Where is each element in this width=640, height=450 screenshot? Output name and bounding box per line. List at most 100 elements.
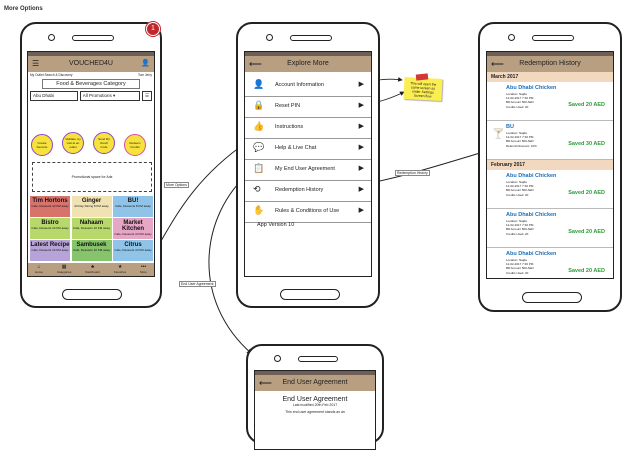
explore-title: Explore More: [287, 60, 329, 67]
promotions-dropdown[interactable]: All Promotions ▾: [79, 91, 140, 101]
user-icon: 👤: [253, 79, 265, 89]
outlet-detail: All Day Dining 8 KM away: [74, 204, 109, 208]
phone-camera: [508, 34, 515, 41]
agreement-header: ⟵ End User Agreement: [255, 375, 375, 391]
outlet-name: Bistro: [41, 220, 59, 226]
explore-item[interactable]: ⟲ Redemption History ▶: [245, 181, 371, 202]
outlet-detail: Cafe, Desserts 10 KM away: [31, 248, 69, 252]
explore-item[interactable]: 👤Account Information▶: [245, 76, 371, 97]
outlet-detail: Cafe, Desserts 10 KM away: [114, 232, 152, 236]
nav-item-dashboard[interactable]: ♣Dashboard: [85, 263, 100, 276]
flow-label-more-options: More Options: [164, 182, 190, 188]
lock-icon: 🔒: [253, 100, 265, 110]
phone-speaker: [532, 35, 574, 41]
explore-item[interactable]: ✋Rules & Conditions of Use▶: [245, 202, 371, 223]
back-arrow-icon[interactable]: ⟵: [249, 59, 262, 69]
saved-amount: Saved 20 AED: [568, 102, 605, 108]
quick-action-2[interactable]: Send My Vouch Code: [93, 132, 115, 154]
explore-item[interactable]: 🔒 Reset PIN ▶: [245, 97, 371, 118]
location-select[interactable]: Abu Dhabi: [30, 91, 78, 101]
nav-label: Dashboard: [85, 270, 100, 274]
detail-line: 12-02-2017 7:30 PM: [506, 184, 534, 189]
nav-label: More: [140, 270, 147, 274]
quick-action-0[interactable]: Create Favorite: [31, 134, 53, 156]
explore-item-label: Rules & Conditions of Use: [275, 208, 340, 214]
sub-bar: My Outlet Search & Discovery Tom Jerry: [28, 72, 154, 78]
nav-label: Favorites: [113, 270, 127, 274]
chevron-right-icon: ▶: [358, 186, 364, 193]
history-icon: ⟲: [253, 184, 261, 194]
phone-speaker: [298, 356, 338, 362]
status-bar: [28, 52, 154, 56]
status-bar: [255, 371, 375, 375]
outlet-detail: Cafe, Desserts 8 KM away: [115, 204, 151, 208]
outlet-tile[interactable]: BU!Cafe, Desserts 8 KM away: [113, 196, 153, 217]
nav-item-more[interactable]: •••More: [140, 263, 147, 276]
profile-icon[interactable]: 👤: [141, 60, 150, 67]
detail-line: Credits Used: 20: [506, 104, 529, 109]
outlet-name: Market Kitchen: [121, 220, 144, 232]
agreement-header-title: End User Agreement: [282, 379, 348, 386]
chevron-right-icon: ▶: [358, 102, 364, 109]
phone-speaker: [72, 35, 114, 41]
chat-icon: 💬: [253, 142, 265, 152]
nav-item-home[interactable]: ⌂Home: [35, 263, 43, 276]
filter-bar: Abu Dhabi All Promotions ▾ ☰: [28, 90, 154, 102]
explore-item-label: Reset PIN: [275, 103, 301, 109]
phone-speaker: [290, 35, 332, 41]
agreement-icon: 📋: [253, 163, 265, 173]
sticky-note: This will open the same screen as under …: [403, 77, 443, 101]
chevron-right-icon: ▶: [358, 207, 364, 214]
dashboard-icon: ♣: [91, 264, 95, 270]
nav-item-categories[interactable]: ▦Categories: [57, 263, 72, 276]
month-header: March 2017: [487, 72, 613, 82]
outlet-detail: Cafe, Desserts 10 KM away: [72, 226, 111, 230]
list-view-icon[interactable]: ☰: [141, 91, 152, 101]
outlet-detail: Cafe, Desserts 10 KM away: [114, 248, 152, 252]
detail-line: Location: Najda: [506, 131, 527, 135]
explore-item-label: Instructions: [275, 124, 304, 130]
explore-item[interactable]: 👍Instructions▶: [245, 118, 371, 139]
explore-item[interactable]: 📋My End User Agreement▶: [245, 160, 371, 181]
back-arrow-icon[interactable]: ⟵: [259, 378, 272, 388]
outlet-name: Abu Dhabi Chicken: [506, 85, 557, 91]
step-badge: 1: [146, 22, 160, 36]
promo-banner: Promotional space for Ads: [32, 162, 152, 192]
flow-label-redemption-history: Redemption History: [395, 170, 430, 176]
explore-item[interactable]: 💬Help & Live Chat▶: [245, 139, 371, 160]
saved-amount: Saved 30 AED: [568, 141, 605, 147]
explore-item-label: Help & Live Chat: [275, 145, 317, 151]
explore-item-label: Redemption History: [275, 187, 324, 193]
bottom-nav: ⌂Home ▦Categories ♣Dashboard ★Favorites •••M…: [28, 263, 154, 276]
subtitle-left: My Outlet Search & Discovery: [30, 73, 73, 77]
detail-line: Bill Amount 500 AED: [506, 139, 534, 144]
phone-home: ☰ VOUCHED4U 👤 My Outlet Search & Discove…: [20, 22, 162, 308]
arrow-end-user-agreement: [208, 171, 253, 355]
hamburger-menu-icon[interactable]: ☰: [32, 59, 40, 68]
app-header: ☰ VOUCHED4U 👤: [28, 56, 154, 72]
outlet-name: Ginger: [81, 198, 102, 204]
back-arrow-icon[interactable]: ⟵: [491, 59, 504, 69]
quick-action-1[interactable]: Validate my visit at an outlet: [62, 132, 84, 154]
nav-item-favorites[interactable]: ★Favorites: [114, 263, 126, 276]
outlet-name: Sambusek: [76, 242, 107, 248]
quick-action-3[interactable]: Redeem Credits: [124, 134, 146, 156]
